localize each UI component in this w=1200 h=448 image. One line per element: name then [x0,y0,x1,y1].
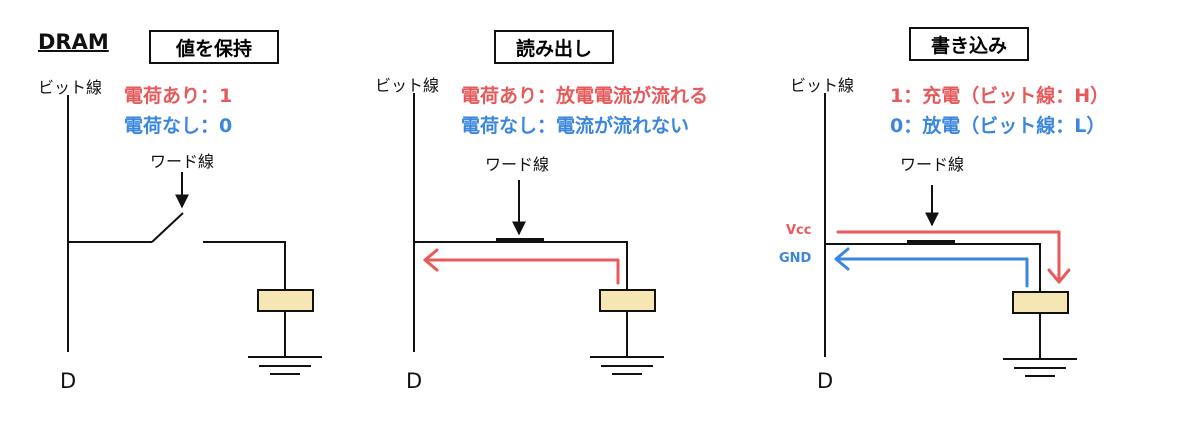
capacitor [257,289,314,312]
note-charged: 電荷あり：1 [124,85,233,107]
bit-line-label: ビット線 [790,76,855,95]
gnd-label: GND [779,251,812,266]
word-line-label: ワード線 [150,152,215,171]
open-switch [151,212,184,243]
note-uncharged: 電荷なし：電流が流れない [461,115,690,137]
note-charged: 電荷あり：放電電流が流れる [461,85,709,107]
wire-to-capacitor [203,241,286,290]
note-uncharged: 電荷なし：0 [124,115,233,137]
panel-write-circuit [824,93,1077,377]
bit-line-label: ビット線 [38,78,103,97]
node-label: D [817,369,834,393]
node-label: D [60,369,77,393]
note-write-1: 1：充電（ビット線：H） [890,85,1110,107]
panel-title: 読み出し [494,30,614,64]
node-label: D [406,369,423,393]
panel-hold-circuit [67,95,322,375]
note-write-0: 0：放電（ビット線：L） [890,115,1106,137]
panel-title: 書き込み [909,27,1029,61]
wire-to-capacitor [414,241,628,290]
word-line-label: ワード線 [900,155,965,174]
page-title: DRAM [38,30,109,54]
word-line-label: ワード線 [485,155,550,174]
discharge-current-arrow [423,248,620,285]
wire-to-capacitor [825,243,1041,292]
capacitor [1012,291,1069,314]
vcc-label: Vcc [786,223,812,238]
capacitor [599,289,656,312]
panel-read-circuit [413,93,664,375]
charge-current-arrow [836,230,1071,284]
panel-title: 値を保持 [149,30,279,64]
discharge-current-arrow [834,247,1029,288]
bit-line-label: ビット線 [375,76,440,95]
